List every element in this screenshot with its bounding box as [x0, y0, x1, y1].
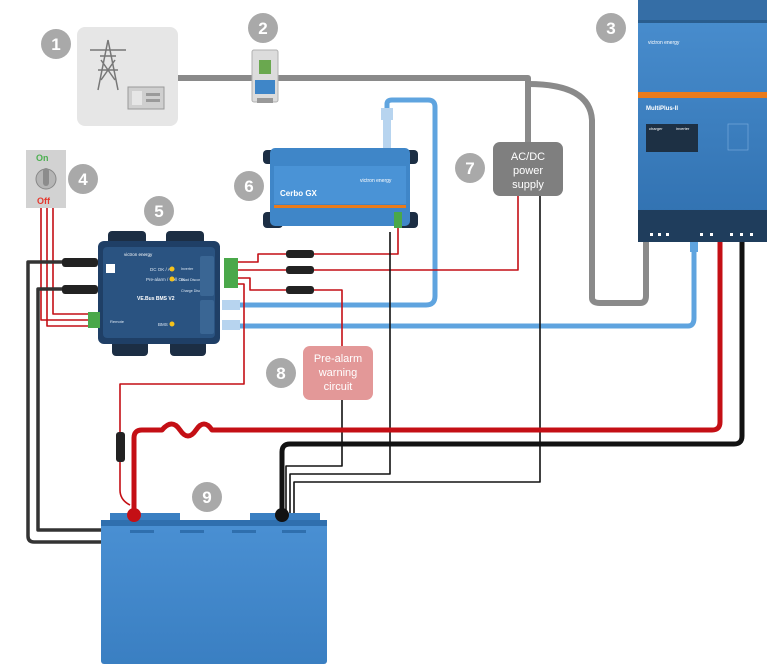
marker-number: 9: [202, 488, 211, 507]
multiplus-panel-inverter: inverter: [676, 126, 690, 131]
marker-circle: [192, 482, 222, 512]
psu-box: AC/DC power supply: [493, 142, 563, 196]
bms-right-3: Charge Disconnect: [181, 289, 212, 293]
ac-cable-to-multiplus: [525, 81, 649, 306]
vebus-bms-device: victron energy VE.Bus BMS V2 DC OK / AL …: [62, 231, 240, 356]
bms-rj45-lower: [222, 320, 240, 330]
on-off-switch-device: On Off: [26, 150, 66, 208]
bms-green-connector-right: [224, 258, 238, 288]
ve-cable-bms-to-multiplus: [237, 245, 697, 329]
ve-bus-cables: [237, 97, 697, 329]
ac-breaker-device: [251, 49, 279, 103]
generator-icon: [127, 86, 165, 110]
negative-cable: [279, 237, 745, 518]
bms-right-2: Load Disconnect: [181, 278, 208, 282]
marker-number: 3: [606, 19, 615, 38]
cerbo-model: Cerbo GX: [280, 189, 318, 198]
bms-led-1-indicator: [169, 266, 175, 272]
marker-ac-breaker: 2: [248, 13, 278, 43]
prealarm-line-3: circuit: [324, 381, 353, 393]
lithium-battery-device: [101, 508, 327, 664]
prealarm-line-2: warning: [318, 367, 358, 379]
marker-number: 7: [465, 159, 474, 178]
marker-vebus-bms: 5: [144, 196, 174, 226]
bms-battery-cables: [26, 260, 104, 544]
multiplus-panel-charger: charger: [649, 126, 663, 131]
marker-circle: [68, 164, 98, 194]
marker-circle: [41, 29, 71, 59]
prealarm-box: Pre-alarm warning circuit: [303, 346, 373, 400]
bms-led-1: DC OK / AL: [150, 267, 174, 272]
bms-model: VE.Bus BMS V2: [137, 296, 175, 302]
marker-multiplus-inverter: 3: [596, 13, 626, 43]
bms-left-terminal-label: Remote: [110, 319, 125, 324]
bms-brand: victron energy: [124, 252, 153, 257]
marker-number: 6: [244, 177, 253, 196]
marker-circle: [144, 196, 174, 226]
pylon-icon: [90, 39, 126, 91]
main-dc-cables: [131, 237, 745, 518]
grid-generator-panel: [77, 27, 178, 126]
bms-green-connector-left: [88, 312, 100, 328]
battery-positive-terminal: [127, 508, 141, 522]
psu-line-1: AC/DC: [511, 151, 545, 163]
psu-line-3: supply: [512, 179, 544, 191]
signal-wires: [40, 196, 541, 515]
marker-number: 2: [258, 19, 267, 38]
marker-circle: [596, 13, 626, 43]
marker-lithium-battery: 9: [192, 482, 222, 512]
marker-pre-alarm-circuit: 8: [266, 358, 296, 388]
marker-number: 4: [78, 170, 88, 189]
number-markers: 1 2 3 4 5 6 7 8 9: [41, 13, 626, 512]
marker-on-off-switch: 4: [68, 164, 98, 194]
cerbo-rj45: [381, 108, 393, 120]
marker-grid-generator: 1: [41, 29, 71, 59]
marker-circle: [266, 358, 296, 388]
bms-led-2-indicator: [169, 276, 175, 282]
multiplus-brand: victron energy: [648, 40, 680, 46]
marker-circle: [248, 13, 278, 43]
battery-negative-terminal: [275, 508, 289, 522]
switch-on-label: On: [36, 153, 49, 163]
switch-off-label: Off: [37, 196, 51, 206]
prealarm-line-1: Pre-alarm: [314, 353, 362, 365]
marker-number: 5: [154, 202, 163, 221]
marker-circle: [455, 153, 485, 183]
ve-cable-cerbo-to-bms: [237, 97, 438, 308]
positive-cable: [131, 237, 723, 518]
marker-number: 1: [51, 35, 60, 54]
bms-rj45-upper: [222, 300, 240, 310]
grey-ac-cables: [175, 75, 649, 306]
marker-number: 8: [276, 364, 285, 383]
bms-right-1: Inverter: [181, 267, 194, 271]
marker-ac-dc-power-supply: 7: [455, 153, 485, 183]
multiplus-terminals: [650, 233, 753, 236]
cerbo-gx-device: Cerbo GX victron energy: [263, 108, 418, 228]
bms-led-2: Pre-alarm / Cell OK: [146, 277, 185, 282]
inline-fuse-group: [286, 250, 314, 294]
multiplus-device: victron energy MultiPlus-II charger inve…: [638, 0, 767, 252]
bms-led-3-indicator: [169, 321, 175, 327]
marker-circle: [234, 171, 264, 201]
marker-cerbo-gx: 6: [234, 171, 264, 201]
cerbo-brand: victron energy: [360, 178, 392, 184]
inline-fuse: [116, 432, 125, 462]
psu-line-2: power: [513, 165, 543, 177]
bms-led-3: BMS: [158, 322, 168, 327]
ac-cable-breaker-to-psu: [275, 75, 531, 145]
multiplus-model: MultiPlus-II: [646, 106, 678, 112]
